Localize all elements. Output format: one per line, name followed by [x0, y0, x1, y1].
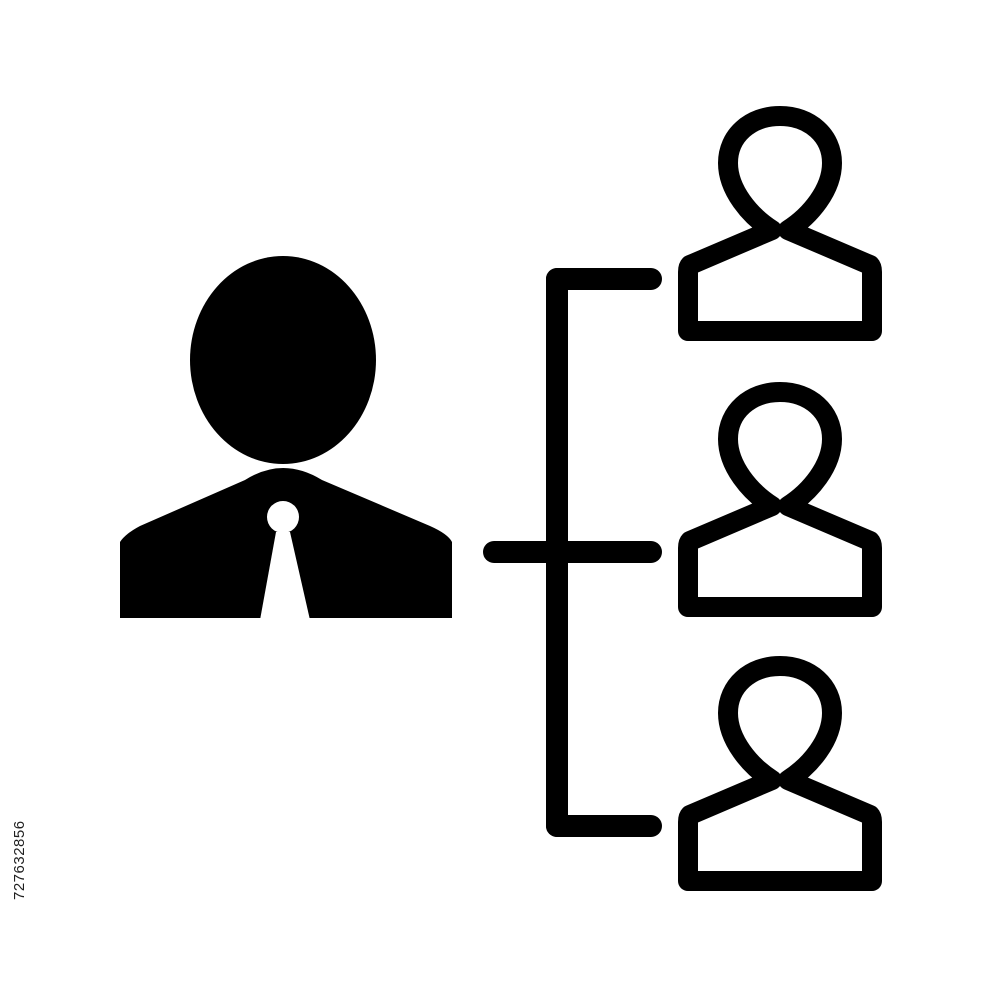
subordinate-outline	[678, 106, 882, 341]
subordinate-outline	[678, 382, 882, 617]
subordinate-icon-middle	[678, 382, 882, 617]
stock-image-id: 727632856	[11, 820, 28, 900]
manager-tie-knot	[267, 501, 299, 533]
subordinate-icon-bottom	[678, 656, 882, 891]
manager-icon	[120, 256, 452, 620]
connector-lines	[483, 268, 662, 837]
manager-tie	[260, 532, 310, 620]
subordinate-icon-top	[678, 106, 882, 341]
manager-head	[190, 256, 376, 464]
subordinate-outline	[678, 656, 882, 891]
